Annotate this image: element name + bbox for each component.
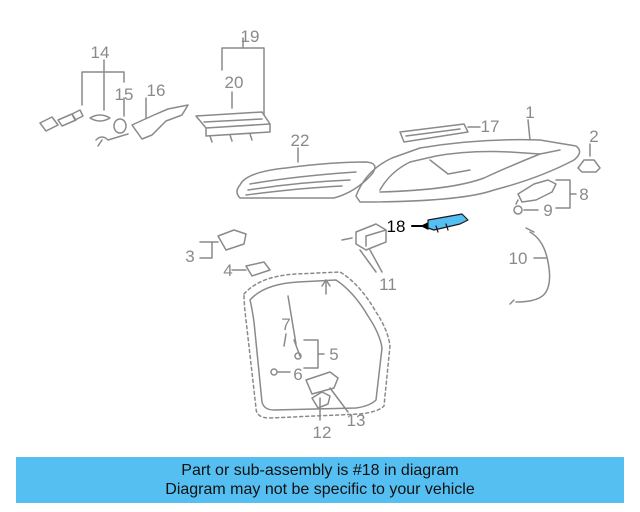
callout-20: 20 <box>225 73 244 92</box>
callout-2: 2 <box>589 127 598 146</box>
callout-5: 5 <box>329 345 338 364</box>
part-12-striker <box>311 391 331 421</box>
callout-22: 22 <box>291 131 310 150</box>
info-banner: Part or sub-assembly is #18 in diagram D… <box>16 457 624 503</box>
callout-11: 11 <box>379 275 397 294</box>
callout-9: 9 <box>543 201 552 220</box>
part-1-liftgate <box>355 119 581 203</box>
part-3-stopper <box>199 229 247 259</box>
part-15-lock-ring <box>113 97 127 134</box>
callout-3: 3 <box>185 247 194 266</box>
callout-labels: 14 15 16 19 20 22 17 1 2 8 9 10 18 11 3 … <box>91 27 599 442</box>
callout-6: 6 <box>293 365 302 384</box>
callout-7: 7 <box>281 315 290 334</box>
part-19-bracket-lines <box>221 37 265 116</box>
banner-line-disclaimer: Diagram may not be specific to your vehi… <box>165 481 475 498</box>
callout-13: 13 <box>347 411 366 430</box>
banner-line-part: Part or sub-assembly is #18 in diagram <box>181 462 459 479</box>
callout-10: 10 <box>509 249 528 268</box>
callout-1: 1 <box>525 103 534 122</box>
callout-18: 18 <box>387 217 406 236</box>
part-2-hinge <box>577 143 601 173</box>
part-6-stud <box>270 368 291 376</box>
weatherstrip-frame <box>243 271 391 419</box>
callout-15: 15 <box>115 85 134 104</box>
callout-16: 16 <box>147 81 166 100</box>
part-5-strut-bracket <box>303 339 325 369</box>
callout-17: 17 <box>481 117 500 136</box>
callout-14: 14 <box>91 43 110 62</box>
part-20-license-lamp <box>195 91 271 143</box>
part-16-lock-lever <box>95 97 189 147</box>
part-10-cable <box>509 227 551 305</box>
part-8-latch <box>517 179 577 209</box>
part-7-strut <box>283 295 302 360</box>
parts-diagram: 14 15 16 19 20 22 17 1 2 8 9 10 18 11 3 … <box>39 27 601 442</box>
part-17-garnish <box>399 123 481 143</box>
part-14-lock-cylinder <box>39 59 125 132</box>
callout-8: 8 <box>579 185 588 204</box>
part-11-actuator <box>341 223 387 273</box>
part-9-bolt <box>513 199 539 215</box>
callout-19: 19 <box>241 27 260 46</box>
part-4-plate <box>231 261 271 277</box>
part-13-lower-latch <box>305 371 349 413</box>
callout-12: 12 <box>313 423 332 442</box>
part-18-handle-highlighted <box>411 213 469 233</box>
callout-4: 4 <box>223 261 232 280</box>
part-22-window-glass <box>236 147 376 199</box>
